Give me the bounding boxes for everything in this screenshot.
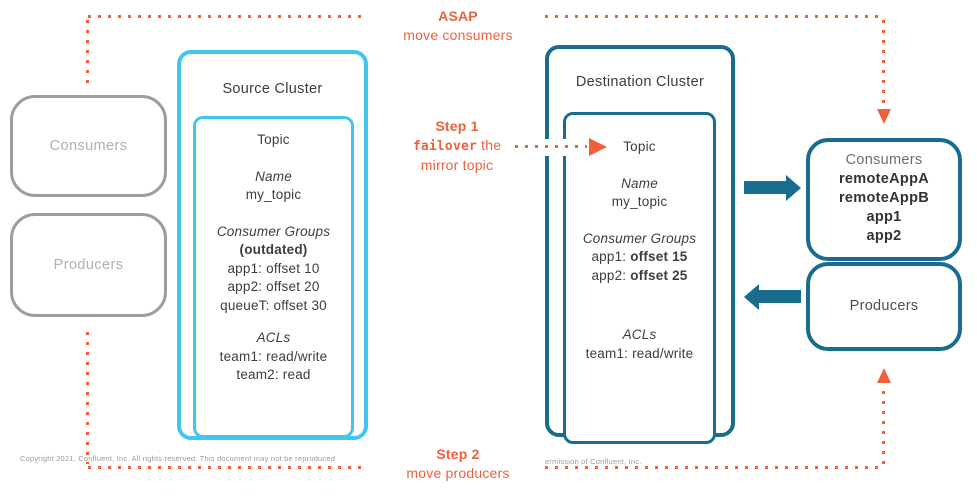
consume-arrow-head-icon bbox=[786, 175, 801, 201]
source-group-item: queueT: offset 30 bbox=[220, 297, 327, 313]
asap-subtitle: move consumers bbox=[403, 26, 513, 43]
destination-cluster-title: Destination Cluster bbox=[575, 74, 705, 90]
destination-acl-item: team1: read/write bbox=[585, 345, 694, 361]
source-group-item: app2: offset 20 bbox=[227, 279, 320, 294]
consumer-app-item: remoteAppB bbox=[838, 190, 929, 206]
arrowhead-right-icon bbox=[589, 138, 607, 156]
left-producers-label: Producers bbox=[53, 257, 124, 273]
consumer-app-item: app2 bbox=[866, 228, 902, 244]
dotted-line-top-right bbox=[545, 15, 884, 18]
dotted-line-left-upper bbox=[86, 20, 89, 90]
step2-subtitle: move producers bbox=[406, 464, 510, 481]
left-consumers-label: Consumers bbox=[49, 138, 128, 154]
arrowhead-up-icon bbox=[877, 368, 891, 383]
source-group-item: app1: offset 10 bbox=[227, 260, 320, 276]
copyright-text-left: Copyright 2021, Confluent, Inc. All righ… bbox=[20, 454, 336, 463]
source-acl-item: team1: read/write bbox=[219, 348, 328, 364]
step2-note: Step 2 move producers bbox=[388, 445, 528, 482]
arrowhead-down-icon bbox=[877, 109, 891, 124]
destination-group-item: app2: offset 25 bbox=[591, 267, 688, 283]
destination-name-label: Name bbox=[621, 175, 658, 191]
right-producers-box: Producers bbox=[806, 262, 962, 351]
step1-line2: failover the bbox=[412, 136, 502, 154]
destination-topic-title: Topic bbox=[623, 139, 656, 154]
destination-cluster-box: Destination Cluster Topic Name my_topic … bbox=[545, 45, 735, 444]
destination-topic-box: Topic Name my_topic Consumer Groups app1… bbox=[563, 112, 716, 444]
source-acl-item: team2: read bbox=[236, 367, 311, 382]
right-consumers-box: Consumers remoteAppA remoteAppB app1 app… bbox=[806, 138, 962, 261]
consume-arrow-shaft bbox=[744, 181, 787, 194]
left-producers-box: Producers bbox=[10, 213, 167, 317]
destination-name-value: my_topic bbox=[611, 194, 668, 209]
destination-group-item: app1: offset 15 bbox=[591, 249, 688, 264]
source-topic-title: Topic bbox=[257, 132, 290, 147]
destination-acls-label: ACLs bbox=[622, 327, 657, 342]
consumer-app-item: remoteAppA bbox=[838, 171, 929, 187]
copyright-text-right: ermission of Confluent, Inc. bbox=[545, 457, 642, 466]
asap-title: ASAP bbox=[438, 8, 478, 24]
source-name-label: Name bbox=[255, 168, 292, 184]
source-groups-label: Consumer Groups bbox=[216, 223, 331, 239]
dotted-line-left-lower bbox=[86, 332, 89, 464]
left-consumers-box: Consumers bbox=[10, 95, 167, 197]
destination-groups-label: Consumer Groups bbox=[582, 230, 697, 246]
source-cluster-title: Source Cluster bbox=[222, 81, 323, 97]
produce-arrow-head-icon bbox=[744, 284, 759, 310]
dotted-line-right-upper bbox=[882, 20, 885, 108]
source-cluster-box: Source Cluster Topic Name my_topic Consu… bbox=[177, 50, 368, 440]
source-topic-box: Topic Name my_topic Consumer Groups (out… bbox=[193, 116, 354, 438]
step1-note: Step 1 failover the mirror topic bbox=[393, 117, 521, 175]
consumer-app-item: app1 bbox=[866, 209, 902, 225]
step1-line3: mirror topic bbox=[420, 157, 494, 173]
step2-title: Step 2 bbox=[436, 446, 480, 462]
source-acls-label: ACLs bbox=[256, 330, 291, 345]
asap-note: ASAP move consumers bbox=[388, 7, 528, 44]
source-name-value: my_topic bbox=[245, 187, 302, 202]
dotted-line-bottom-right bbox=[545, 466, 884, 469]
dotted-line-bottom-left bbox=[88, 466, 368, 469]
right-consumers-title: Consumers bbox=[845, 152, 923, 168]
source-groups-note: (outdated) bbox=[239, 242, 308, 257]
dotted-line-right-lower bbox=[882, 391, 885, 466]
dotted-line-top-left bbox=[88, 15, 368, 18]
right-producers-label: Producers bbox=[849, 298, 919, 314]
produce-arrow-shaft bbox=[758, 290, 801, 303]
step1-dotted-arrow-line bbox=[515, 145, 587, 148]
step1-title: Step 1 bbox=[435, 118, 479, 134]
